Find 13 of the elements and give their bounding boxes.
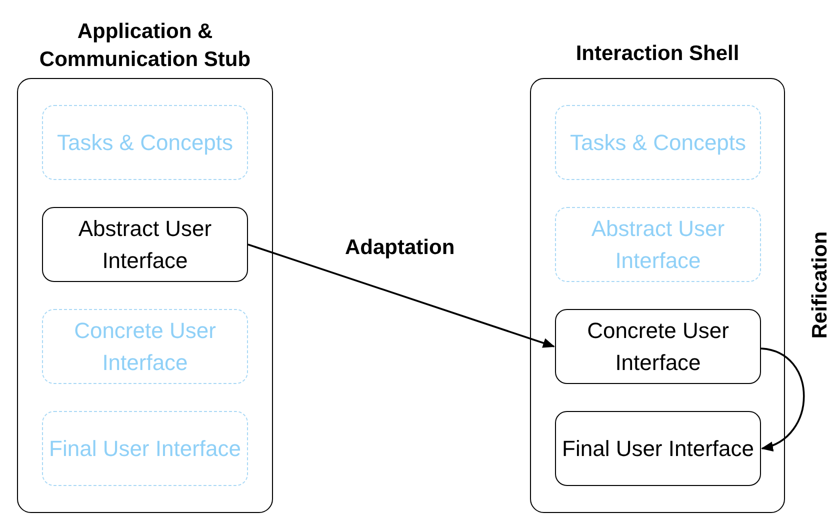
layer-box: Abstract User Interface [42, 207, 248, 282]
inactive-layer-box: Tasks & Concepts [555, 105, 761, 180]
inactive-layer-box: Concrete User Interface [42, 309, 248, 384]
inactive-layer-box: Tasks & Concepts [42, 105, 248, 180]
arrow [760, 348, 805, 450]
layer-box: Final User Interface [555, 411, 761, 486]
container-title: Application & Communication Stub [38, 19, 252, 73]
inactive-layer-box: Final User Interface [42, 411, 248, 486]
inactive-layer-box: Abstract User Interface [555, 207, 761, 282]
arrow [248, 244, 555, 348]
container-title: Interaction Shell [574, 41, 740, 67]
layer-box: Concrete User Interface [555, 309, 761, 384]
edge-label: Adaptation [345, 236, 455, 260]
